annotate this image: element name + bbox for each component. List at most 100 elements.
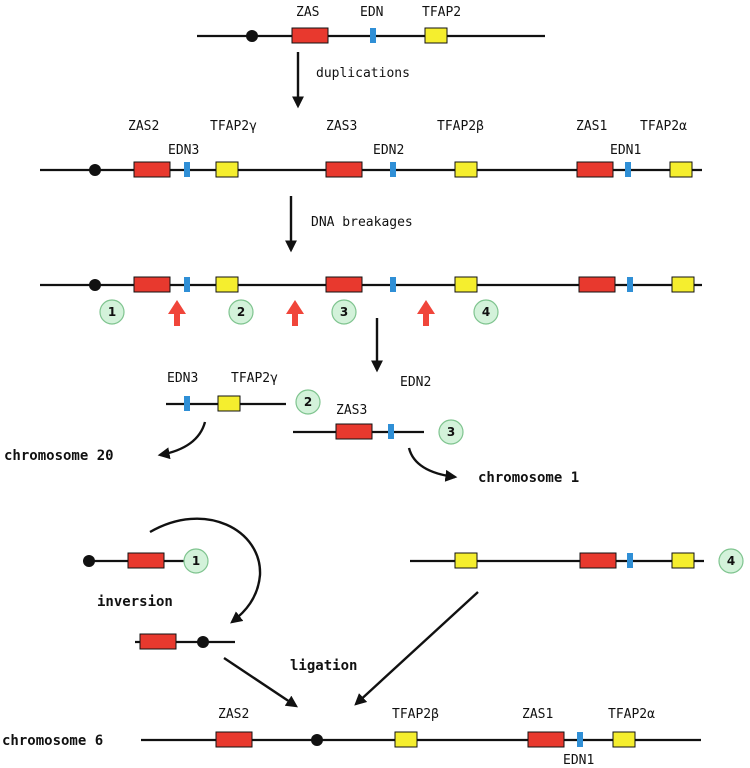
segment-marker-4: 4: [473, 299, 499, 325]
arrow-inversion: [149, 517, 262, 624]
label-zas1: ZAS1: [576, 119, 607, 134]
centromere: [197, 636, 209, 648]
label-tfap2: TFAP2: [422, 5, 461, 20]
edn3-gene: [184, 396, 190, 411]
segment-4: 4: [410, 548, 744, 574]
edn3-gene: [184, 277, 190, 292]
centromere: [89, 164, 101, 176]
fragment-3: ZAS3 EDN2 3 chromosome 1: [293, 375, 579, 486]
zas1-gene: [576, 161, 614, 178]
segment-1-inverted: [135, 633, 235, 650]
zas-gene: [291, 27, 329, 44]
step-inversion: inversion: [97, 594, 173, 610]
label-tfap2g: TFAP2γ: [231, 371, 278, 386]
zas2-gene: [133, 276, 171, 293]
chromosome-6: chromosome 6 ZAS2 TFAP2β ZAS1 TFAP2α EDN…: [2, 707, 701, 768]
label-tfap2a: TFAP2α: [608, 707, 655, 722]
svg-text:4: 4: [727, 554, 735, 568]
tfap2a-gene: [669, 161, 693, 178]
tfap2g-gene: [215, 276, 239, 293]
label-zas: ZAS: [296, 5, 319, 20]
breakage-chromosome: 1 2 3 4: [40, 276, 702, 326]
centromere: [311, 734, 323, 746]
label-tfap2a: TFAP2α: [640, 119, 687, 134]
segment-marker-3: 3: [438, 419, 464, 445]
svg-text:2: 2: [304, 395, 312, 409]
zas2-gene: [139, 633, 177, 650]
edn1-gene: [627, 553, 633, 568]
label-tfap2g: TFAP2γ: [210, 119, 257, 134]
segment-marker-3: 3: [331, 299, 357, 325]
centromere: [246, 30, 258, 42]
tfap2g-gene: [215, 161, 239, 178]
edn1-gene: [627, 277, 633, 292]
edn1-gene: [625, 162, 631, 177]
edn2-gene: [388, 424, 394, 439]
tfap2b-gene: [394, 731, 418, 748]
tfap2b-gene: [454, 276, 478, 293]
svg-text:2: 2: [237, 305, 245, 319]
label-zas2: ZAS2: [218, 707, 249, 722]
zas1-gene: [578, 276, 616, 293]
svg-text:1: 1: [192, 554, 200, 568]
label-edn3: EDN3: [168, 143, 199, 158]
edn3-gene: [184, 162, 190, 177]
segment-marker-2: 2: [295, 389, 321, 415]
label-zas2: ZAS2: [128, 119, 159, 134]
step-dna-breakages: DNA breakages: [311, 215, 413, 230]
arrow-ligation-right: [354, 591, 479, 706]
tfap2a-gene: [671, 552, 695, 569]
zas3-gene: [335, 423, 373, 440]
segment-marker-1: 1: [183, 548, 209, 574]
svg-text:1: 1: [108, 305, 116, 319]
zas2-gene: [127, 552, 165, 569]
arrow-to-chromosome-1: [407, 447, 458, 482]
label-chromosome-6: chromosome 6: [2, 733, 103, 749]
step-duplications: duplications: [316, 66, 410, 81]
zas3-gene: [325, 276, 363, 293]
tfap2a-gene: [612, 731, 636, 748]
zas2-gene: [215, 731, 253, 748]
svg-text:4: 4: [482, 305, 490, 319]
segment-1-before-inversion: 1: [83, 548, 209, 574]
zas3-gene: [325, 161, 363, 178]
label-edn1: EDN1: [610, 143, 641, 158]
label-edn2: EDN2: [373, 143, 404, 158]
label-edn: EDN: [360, 5, 383, 20]
edn1-gene: [577, 732, 583, 747]
fragment-2: EDN3 TFAP2γ 2 chromosome 20: [4, 371, 321, 464]
edn2-gene: [390, 162, 396, 177]
break-point-arrow: [286, 300, 304, 326]
label-tfap2b: TFAP2β: [392, 707, 439, 722]
centromere: [89, 279, 101, 291]
svg-text:3: 3: [447, 425, 455, 439]
label-edn2: EDN2: [400, 375, 431, 390]
svg-text:3: 3: [340, 305, 348, 319]
tfap2a-gene: [671, 276, 695, 293]
label-edn1: EDN1: [563, 753, 594, 768]
tfap2b-gene: [454, 552, 478, 569]
tfap2g-gene: [217, 395, 241, 412]
segment-marker-2: 2: [228, 299, 254, 325]
zas1-gene: [579, 552, 617, 569]
segment-marker-4: 4: [718, 548, 744, 574]
arrow-to-chromosome-20: [157, 421, 207, 460]
tfap2b-gene: [454, 161, 478, 178]
label-zas1: ZAS1: [522, 707, 553, 722]
duplicated-chromosome: ZAS2 EDN3 TFAP2γ ZAS3 EDN2 TFAP2β ZAS1 E…: [40, 119, 702, 178]
centromere: [83, 555, 95, 567]
label-zas3: ZAS3: [326, 119, 357, 134]
break-point-arrow: [417, 300, 435, 326]
zas1-gene: [527, 731, 565, 748]
destination-chromosome-20: chromosome 20: [4, 448, 114, 464]
tfap2-gene: [424, 27, 448, 44]
arrow-ligation-left: [223, 657, 298, 708]
destination-chromosome-1: chromosome 1: [478, 470, 579, 486]
ancestral-chromosome: ZAS EDN TFAP2: [197, 5, 545, 44]
label-edn3: EDN3: [167, 371, 198, 386]
edn-gene: [370, 28, 376, 43]
edn2-gene: [390, 277, 396, 292]
break-point-arrow: [168, 300, 186, 326]
step-ligation: ligation: [290, 658, 357, 674]
label-tfap2b: TFAP2β: [437, 119, 484, 134]
